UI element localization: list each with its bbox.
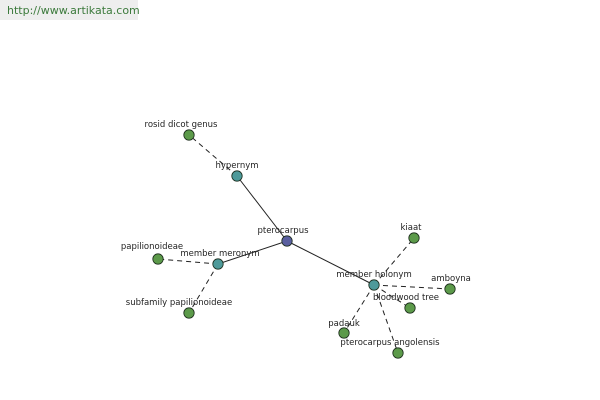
node-label-subfamily-papilionoideae[interactable]: subfamily papilionoideae (126, 298, 232, 308)
url-bar: http://www.artikata.com (0, 0, 140, 20)
node-label-hypernym[interactable]: hypernym (215, 161, 258, 171)
edge-member-holonym-to-amboyna (373, 284, 451, 290)
node-kiaat[interactable] (408, 232, 420, 244)
edge-member-meronym-to-papilionoideae (157, 258, 219, 265)
node-pterocarpus-angolensis[interactable] (392, 347, 404, 359)
node-padauk[interactable] (338, 327, 350, 339)
node-papilionoideae[interactable] (152, 253, 164, 265)
node-label-padauk[interactable]: padauk (328, 319, 360, 329)
edge-member-holonym-to-bloodwood-tree (373, 284, 411, 309)
nodes-layer (152, 129, 456, 359)
node-amboyna[interactable] (444, 283, 456, 295)
node-label-amboyna[interactable]: amboyna (431, 274, 471, 284)
labels-layer: pterocarpus hypernym member meronym member … (121, 120, 471, 348)
node-label-bloodwood-tree[interactable]: bloodwood tree (373, 293, 439, 303)
node-label-papilionoideae[interactable]: papilionoideae (121, 242, 183, 252)
node-rosid-dicot-genus[interactable] (183, 129, 195, 141)
edge-member-meronym-to-subfamily-papilionoideae (188, 263, 219, 314)
node-label-pterocarpus-angolensis[interactable]: pterocarpus angolensis (340, 338, 440, 348)
edge-pterocarpus-to-member-meronym (217, 240, 288, 265)
node-member-meronym[interactable] (212, 258, 224, 270)
edge-member-holonym-to-pterocarpus-angolensis (373, 284, 399, 354)
site-url[interactable]: http://www.artikata.com (7, 4, 140, 17)
edge-member-holonym-to-kiaat (373, 237, 415, 286)
node-label-member-holonym[interactable]: member holonym (336, 270, 411, 280)
edge-hypernym-to-rosid-dicot-genus (188, 134, 238, 177)
node-subfamily-papilionoideae[interactable] (183, 307, 195, 319)
node-label-kiaat[interactable]: kiaat (400, 223, 422, 233)
node-bloodwood-tree[interactable] (404, 302, 416, 314)
node-pterocarpus[interactable] (281, 235, 293, 247)
edge-pterocarpus-to-hypernym (236, 175, 288, 242)
node-hypernym[interactable] (231, 170, 243, 182)
edges-layer (157, 134, 451, 354)
node-label-rosid-dicot-genus[interactable]: rosid dicot genus (145, 120, 218, 130)
edge-member-holonym-to-padauk (343, 284, 375, 334)
node-member-holonym[interactable] (368, 279, 380, 291)
node-label-pterocarpus[interactable]: pterocarpus (257, 226, 309, 236)
node-label-member-meronym[interactable]: member meronym (180, 249, 259, 259)
edge-pterocarpus-to-member-holonym (286, 240, 375, 286)
